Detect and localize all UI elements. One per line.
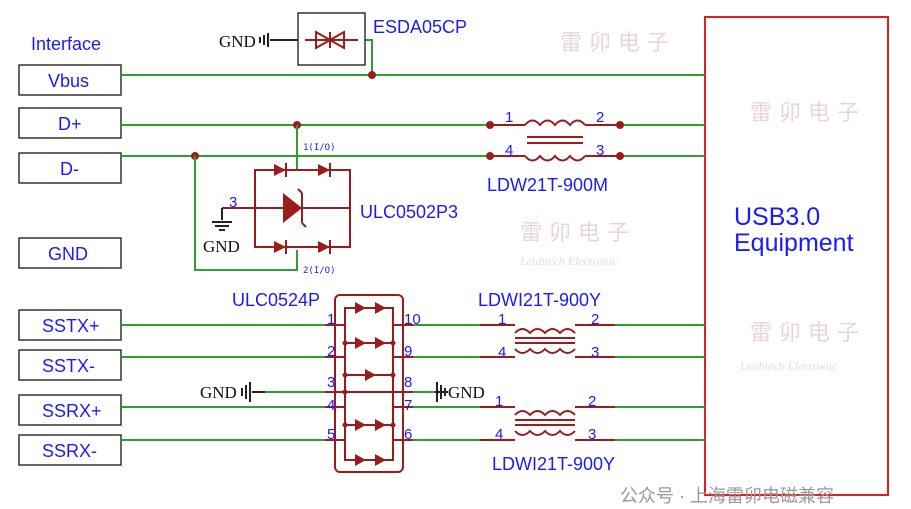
svg-text:SSRX-: SSRX- <box>42 441 97 461</box>
watermark-en: Leiditech Electronic <box>519 254 618 268</box>
ulc0502-part-label: ULC0502P3 <box>360 202 458 222</box>
svg-text:2: 2 <box>327 343 335 360</box>
ulc0524-gnd-left: GND <box>200 383 237 402</box>
svg-text:10: 10 <box>404 311 421 328</box>
connector-gnd: GND <box>18 237 122 269</box>
svg-text:SSTX+: SSTX+ <box>42 316 100 336</box>
connector-dminus: D- <box>18 152 122 184</box>
connector-ssrx-plus: SSRX+ <box>18 394 122 426</box>
svg-text:1: 1 <box>327 311 335 328</box>
svg-text:SSRX+: SSRX+ <box>42 401 102 421</box>
svg-text:1: 1 <box>505 109 513 126</box>
svg-text:1: 1 <box>498 311 506 328</box>
watermark-cn: 雷 卯 电 子 <box>560 31 669 56</box>
ulc0502-pin3: 3 <box>229 194 237 211</box>
svg-text:9: 9 <box>404 343 412 360</box>
ulc0502-gnd-label: GND <box>203 237 240 256</box>
source-credit: 公众号 · 上海雷卯电磁兼容 <box>620 486 834 506</box>
superspeed-nets <box>121 324 705 441</box>
svg-text:8: 8 <box>404 374 412 391</box>
svg-text:2: 2 <box>588 393 596 410</box>
connector-ssrx-minus: SSRX- <box>18 434 122 466</box>
svg-text:3: 3 <box>596 142 604 159</box>
choke-ldw21t: 1 2 4 3 LDW21T-900M <box>486 109 624 195</box>
connector-dplus: D+ <box>18 107 122 139</box>
ldwi21t-tx-part-label: LDWI21T-900Y <box>478 290 601 310</box>
connector-vbus: Vbus <box>18 64 122 96</box>
svg-text:5: 5 <box>327 426 335 443</box>
equipment-label-line1: USB3.0 <box>734 203 820 231</box>
svg-text:SSTX-: SSTX- <box>42 356 95 376</box>
svg-text:D+: D+ <box>58 114 82 134</box>
svg-text:Vbus: Vbus <box>48 71 89 91</box>
svg-text:2: 2 <box>591 311 599 328</box>
watermark-cn: 雷 卯 电 子 <box>750 101 859 126</box>
svg-text:4: 4 <box>498 344 506 361</box>
choke-ldwi21t-rx: 1 2 4 3 LDWI21T-900Y <box>480 393 615 474</box>
interface-title: Interface <box>31 34 101 54</box>
esd-gnd-label: GND <box>219 32 256 51</box>
svg-text:6: 6 <box>404 426 412 443</box>
svg-text:3: 3 <box>588 426 596 443</box>
ulc0524-gnd-right: GND <box>448 383 485 402</box>
svg-text:4: 4 <box>505 142 513 159</box>
ulc0524-part-label: ULC0524P <box>232 290 320 310</box>
svg-text:3: 3 <box>591 344 599 361</box>
vbus-net: GND ESDA05CP <box>121 12 705 79</box>
watermark-cn: 雷 卯 电 子 <box>750 321 859 346</box>
ldw21t-part-label: LDW21T-900M <box>487 175 608 195</box>
ulc0502-pin2: 2(I/O) <box>303 266 336 276</box>
tvs-ulc0524p: GND GND 1 2 3 4 5 10 9 8 7 6 ULC0524P <box>200 290 485 473</box>
svg-text:D-: D- <box>60 159 79 179</box>
watermark-cn: 雷 卯 电 子 <box>520 221 629 246</box>
equipment-label-line2: Equipment <box>734 229 854 257</box>
svg-text:2: 2 <box>596 109 604 126</box>
ulc0502-pin1: 1(I/O) <box>303 143 336 153</box>
watermark-en: Leiditech Electronic <box>739 359 838 373</box>
connector-sstx-plus: SSTX+ <box>18 309 122 341</box>
svg-text:4: 4 <box>327 397 335 414</box>
svg-text:7: 7 <box>404 397 412 414</box>
svg-text:GND: GND <box>48 244 88 264</box>
tvs-ulc0502p3: 3 GND 1(I/O) 2(I/O) ULC0502P3 <box>203 143 458 276</box>
svg-text:1: 1 <box>495 393 503 410</box>
usb2-nets <box>121 121 705 271</box>
connector-sstx-minus: SSTX- <box>18 349 122 381</box>
svg-text:3: 3 <box>327 374 335 391</box>
watermark: 雷 卯 电 子 Leiditech Electronic 雷 卯 电 子 雷 卯… <box>519 31 859 373</box>
ldwi21t-rx-part-label: LDWI21T-900Y <box>492 454 615 474</box>
choke-ldwi21t-tx: 1 2 4 3 LDWI21T-900Y <box>478 290 615 361</box>
equipment-box <box>704 16 889 496</box>
esd-part-label: ESDA05CP <box>373 17 467 37</box>
svg-text:4: 4 <box>495 426 503 443</box>
